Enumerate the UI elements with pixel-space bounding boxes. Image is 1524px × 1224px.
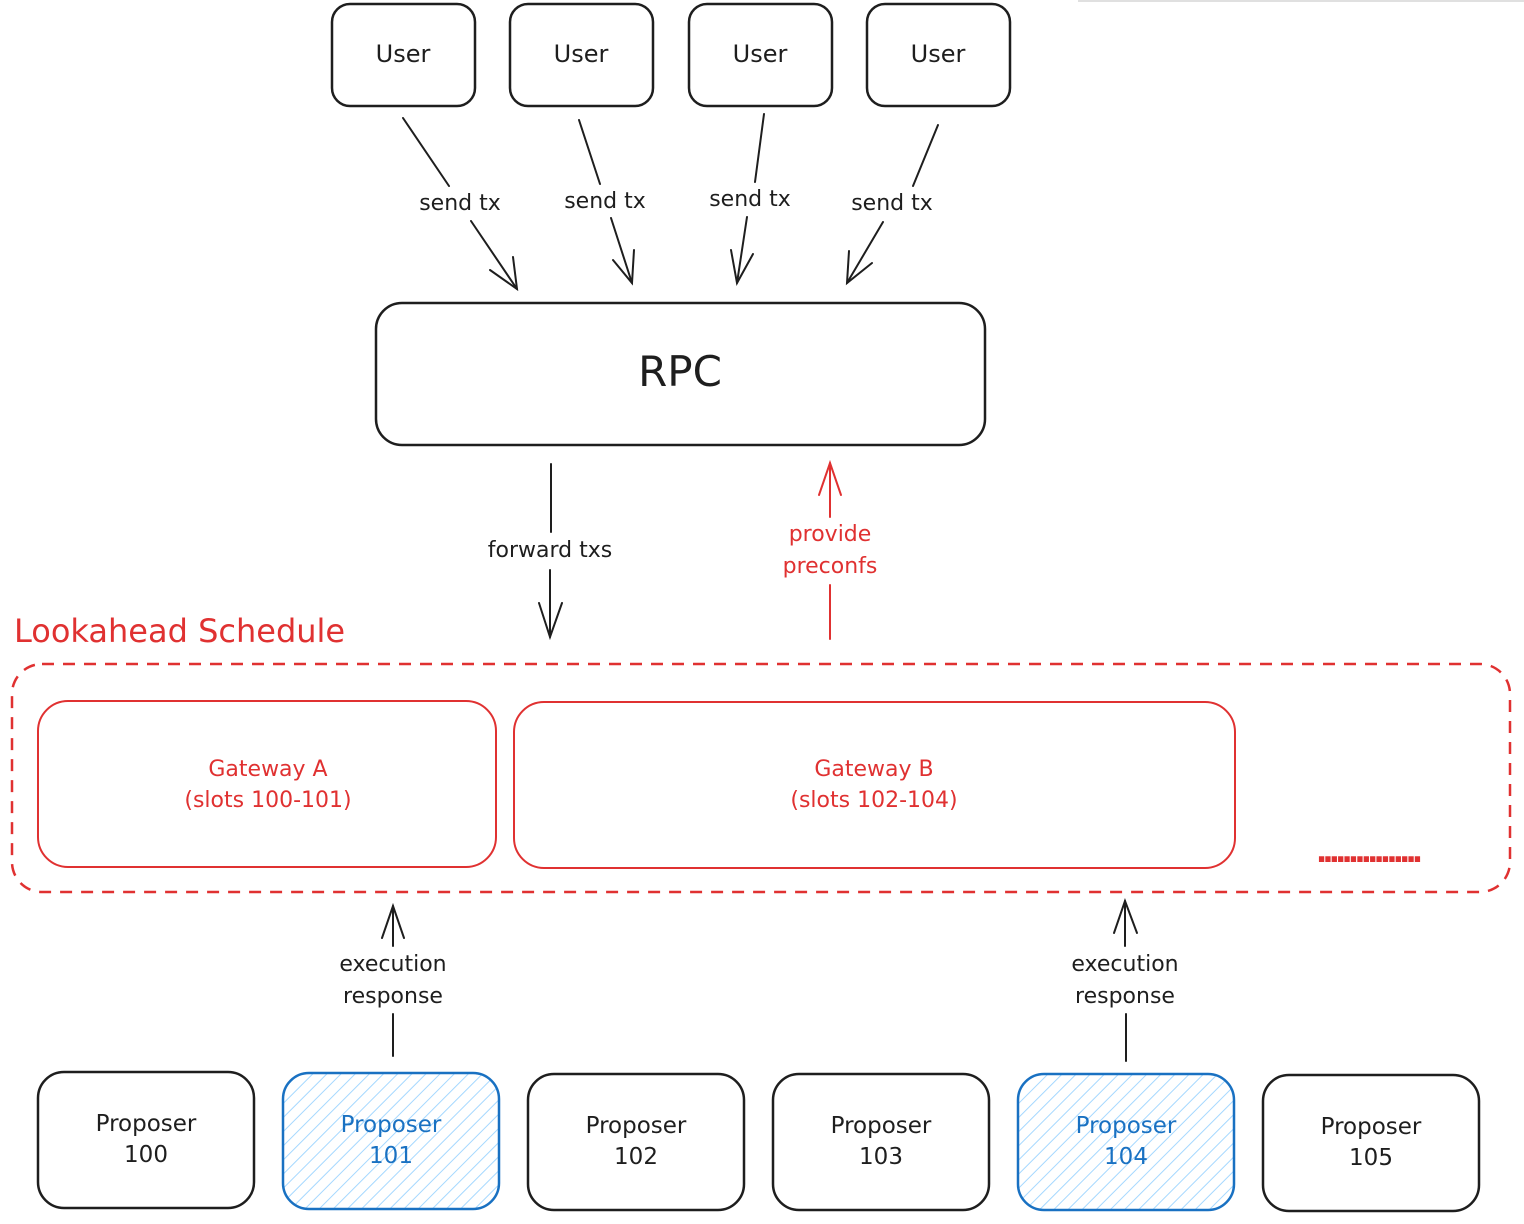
send-arrow-1: [402, 117, 519, 292]
user-box-2: User: [508, 2, 655, 108]
proposer-box-101: Proposer 101: [281, 1071, 501, 1211]
forward-txs-label: forward txs: [488, 538, 612, 563]
gateway-a-name: Gateway A: [208, 757, 327, 782]
send-arrow-2: [578, 119, 635, 286]
execution-arrow-left: [381, 902, 405, 1057]
schedule-title: Lookahead Schedule: [14, 612, 345, 650]
proposer-box-104: Proposer 104: [1016, 1072, 1236, 1212]
user-box-1: User: [330, 2, 477, 108]
proposer-label: Proposer: [96, 1111, 197, 1137]
rpc-box: RPC: [374, 301, 987, 447]
send-tx-label: send tx: [709, 187, 791, 212]
send-arrow-4: [845, 124, 939, 286]
user-label: User: [554, 40, 609, 68]
send-tx-label: send tx: [851, 191, 933, 216]
proposer-box-103: Proposer 103: [771, 1072, 991, 1212]
proposer-slot: 105: [1349, 1145, 1393, 1171]
send-tx-label: send tx: [419, 191, 501, 216]
more-gateways-ellipsis: ................: [1316, 835, 1421, 870]
execution-label: execution: [339, 952, 446, 977]
user-box-4: User: [865, 2, 1012, 108]
proposer-label: Proposer: [1321, 1114, 1422, 1140]
proposer-slot: 102: [614, 1144, 658, 1170]
gateway-b-name: Gateway B: [814, 757, 933, 782]
proposer-slot: 103: [859, 1144, 903, 1170]
response-label: response: [343, 984, 443, 1009]
proposer-slot: 100: [124, 1142, 168, 1168]
user-label: User: [911, 40, 966, 68]
user-label: User: [376, 40, 431, 68]
gateway-a-slots: (slots 100-101): [184, 788, 351, 813]
proposer-slot: 104: [1104, 1144, 1148, 1170]
provide-label: provide: [789, 522, 872, 547]
proposer-label: Proposer: [586, 1113, 687, 1139]
user-box-3: User: [687, 2, 834, 108]
send-arrow-3: [730, 113, 765, 286]
user-label: User: [733, 40, 788, 68]
execution-label: execution: [1071, 952, 1178, 977]
proposer-label: Proposer: [341, 1112, 442, 1138]
preconfs-label: preconfs: [783, 554, 878, 579]
preconfs-arrow: [818, 459, 842, 640]
send-tx-label: send tx: [564, 189, 646, 214]
forward-arrow: [538, 463, 563, 641]
gateway-b-box: Gateway B (slots 102-104): [513, 701, 1236, 869]
gateway-b-slots: (slots 102-104): [790, 788, 957, 813]
execution-arrow-right: [1113, 898, 1138, 1062]
proposer-box-102: Proposer 102: [526, 1072, 746, 1212]
schedule-container: [10, 662, 1512, 894]
gateway-a-box: Gateway A (slots 100-101): [37, 700, 497, 868]
proposer-box-105: Proposer 105: [1261, 1073, 1481, 1213]
rpc-label: RPC: [638, 347, 722, 396]
response-label: response: [1075, 984, 1175, 1009]
proposer-label: Proposer: [1076, 1113, 1177, 1139]
proposer-label: Proposer: [831, 1113, 932, 1139]
proposer-box-100: Proposer 100: [36, 1070, 256, 1210]
proposer-slot: 101: [369, 1143, 413, 1169]
